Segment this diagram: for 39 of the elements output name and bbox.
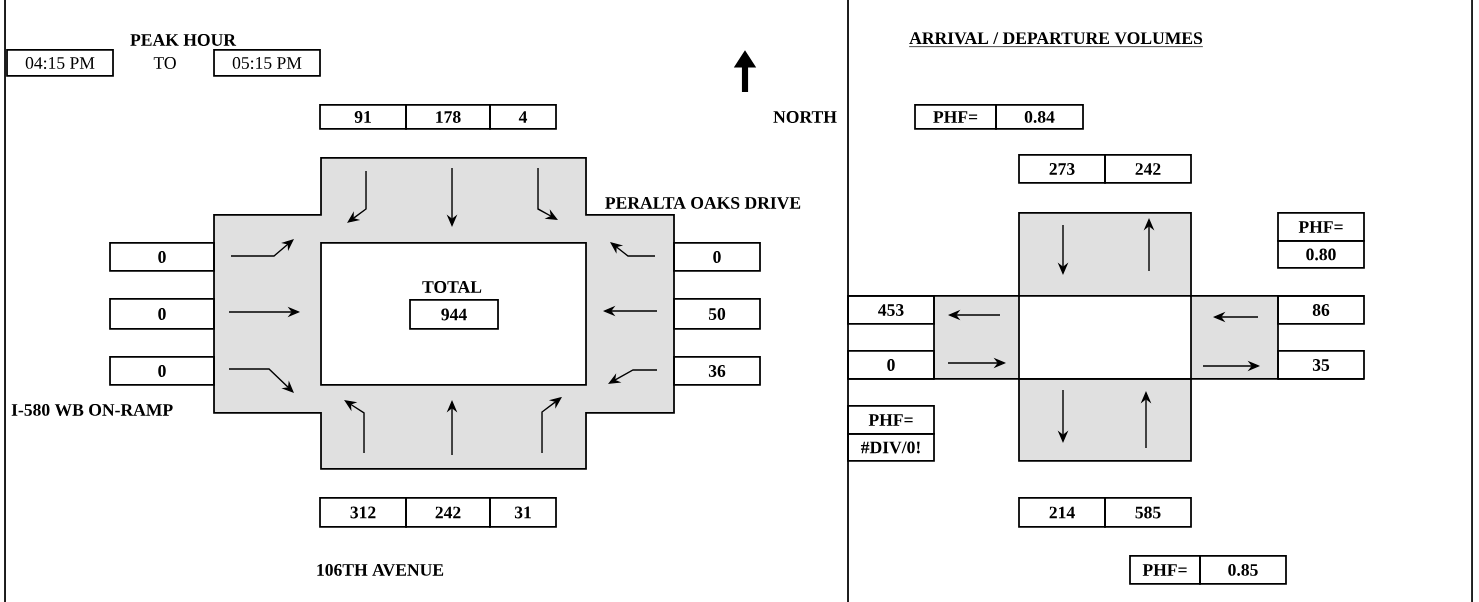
volume-cell: 0: [847, 350, 935, 380]
time-box: 05:15 PM: [213, 49, 321, 77]
total-cell: 944: [409, 299, 499, 330]
volume-cell: 4: [489, 104, 557, 130]
heading: ARRIVAL / DEPARTURE VOLUMES: [908, 32, 1204, 47]
street-name: PERALTA OAKS DRIVE: [605, 197, 801, 209]
volume-cell: 36: [673, 356, 761, 386]
volume-cell: 214: [1018, 497, 1106, 528]
volume-cell: 273: [1018, 154, 1106, 184]
volume-cell: 0: [109, 242, 215, 272]
volume-cell: 0: [109, 298, 215, 330]
volume-cell: 50: [673, 298, 761, 330]
phf-cell: PHF=: [1129, 555, 1201, 585]
phf-cell: 0.84: [995, 104, 1084, 130]
time-box: 04:15 PM: [6, 49, 114, 77]
volume-cell: 178: [405, 104, 491, 130]
phf-cell: #DIV/0!: [847, 433, 935, 462]
volume-cell: 91: [319, 104, 407, 130]
connector-word: TO: [153, 57, 176, 69]
heading: PEAK HOUR: [130, 34, 237, 46]
phf-cell: PHF=: [1277, 212, 1365, 242]
total-label: TOTAL: [422, 281, 482, 293]
volume-cell: 0: [109, 356, 215, 386]
phf-cell: 0.80: [1277, 240, 1365, 269]
volume-cell: 86: [1277, 295, 1365, 325]
street-name: 106TH AVENUE: [317, 564, 444, 576]
volume-cell: 242: [405, 497, 491, 528]
volume-cell: 35: [1277, 350, 1365, 380]
phf-cell: PHF=: [847, 405, 935, 435]
volume-cell: 453: [847, 295, 935, 325]
volume-cell: 312: [319, 497, 407, 528]
phf-cell: 0.85: [1199, 555, 1287, 585]
volume-cell: 31: [489, 497, 557, 528]
volume-cell: 585: [1104, 497, 1192, 528]
phf-cell: PHF=: [914, 104, 997, 130]
street-name: I-580 WB ON-RAMP: [11, 404, 173, 416]
volume-cell: 242: [1104, 154, 1192, 184]
volume-cell: 0: [673, 242, 761, 272]
north-label: NORTH: [773, 111, 837, 123]
